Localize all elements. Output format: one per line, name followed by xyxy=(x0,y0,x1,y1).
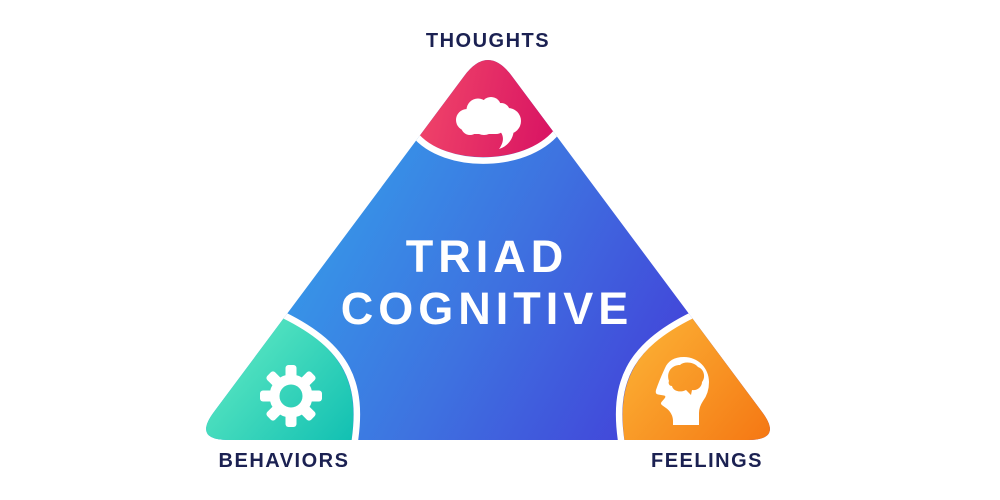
center-title-line1: TRIAD xyxy=(406,231,568,282)
head-brain-icon xyxy=(640,345,735,440)
triangle-body xyxy=(206,60,770,441)
thoughts-gap-arc xyxy=(411,125,563,164)
thoughts-corner-segment xyxy=(411,60,563,164)
feelings-label: FEELINGS xyxy=(651,450,763,472)
center-title-line2: COGNITIVE xyxy=(341,283,634,334)
gear-icon xyxy=(260,365,322,427)
thoughts-label: THOUGHTS xyxy=(426,30,550,52)
thought-cloud-icon xyxy=(456,97,521,149)
behaviors-gap-arc xyxy=(282,312,361,441)
feelings-gap-arc xyxy=(615,312,694,441)
behaviors-label: BEHAVIORS xyxy=(219,450,350,472)
